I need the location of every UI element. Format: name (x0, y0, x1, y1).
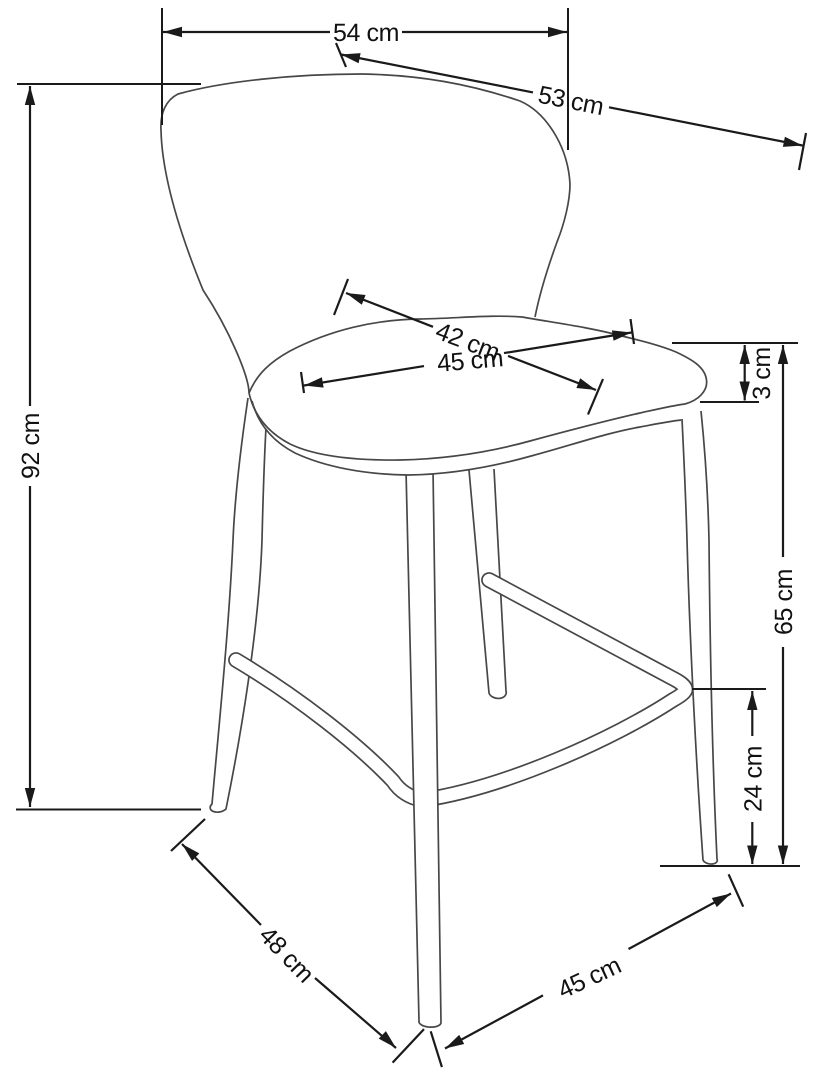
svg-text:65 cm: 65 cm (770, 569, 798, 635)
svg-text:45 cm: 45 cm (436, 344, 504, 378)
svg-text:3 cm: 3 cm (748, 347, 776, 400)
svg-text:24 cm: 24 cm (740, 746, 768, 812)
svg-text:92 cm: 92 cm (17, 413, 45, 479)
svg-text:54 cm: 54 cm (333, 19, 399, 47)
